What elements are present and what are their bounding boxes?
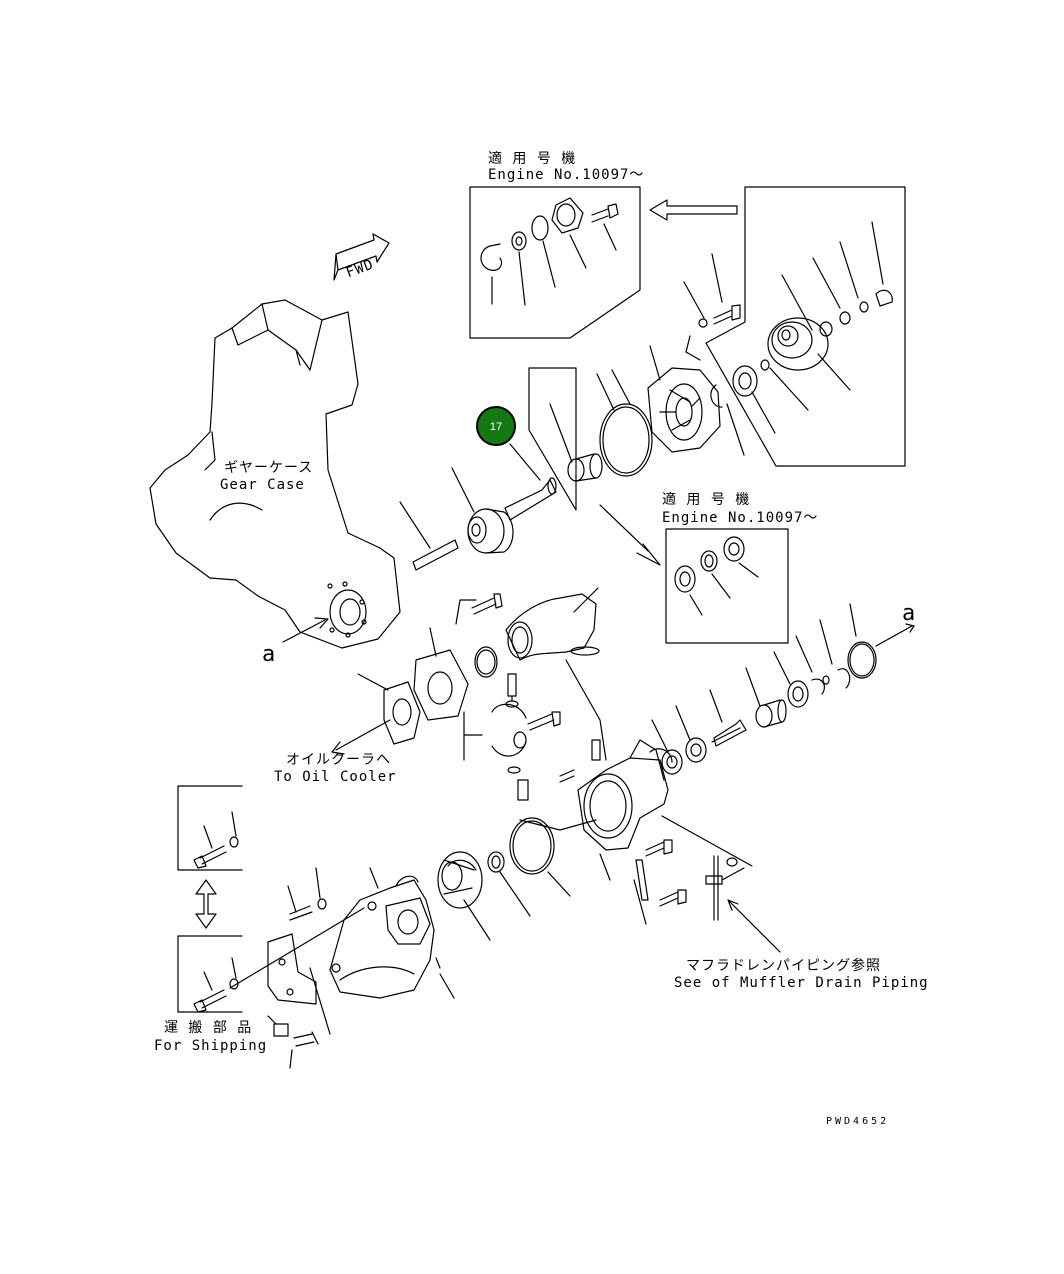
gear-case xyxy=(149,299,401,649)
callout-number: 17 xyxy=(490,421,502,433)
drawing-number: PWD4652 xyxy=(826,1116,889,1127)
gear-case-label-jp: ギヤーケース xyxy=(224,460,313,476)
oil-cooler-label-en: To Oil Cooler xyxy=(274,769,397,785)
shipping-label-en: For Shipping xyxy=(154,1038,267,1054)
bearing-box-arrow-icon xyxy=(599,504,661,566)
fwd-arrow-icon xyxy=(333,233,390,281)
fwd-label: FWD xyxy=(344,257,376,282)
ref-a-right: a xyxy=(902,601,915,626)
inset-box-top xyxy=(469,186,641,339)
inset-box-right xyxy=(705,186,906,467)
lower-shaft-assembly xyxy=(651,603,915,775)
pump-housing xyxy=(437,739,687,941)
engine-number-label-2: Engine No.10097～ xyxy=(662,510,818,526)
inset-box-bearings xyxy=(665,528,789,644)
muffler-drain-piping xyxy=(661,815,781,953)
engine-number-label-1: Engine No.10097～ xyxy=(488,167,644,183)
shipping-parts xyxy=(177,785,243,1013)
shipping-label-jp: 運 搬 部 品 xyxy=(164,1020,252,1036)
oil-cooler-connection xyxy=(331,587,607,801)
ref-arrow-left xyxy=(282,617,329,643)
ref-a-left: a xyxy=(262,642,275,667)
oil-cooler-label-jp: オイルクーラヘ xyxy=(286,752,391,768)
callout-badge-17[interactable]: 17 xyxy=(476,406,516,446)
outlet-elbow xyxy=(229,867,455,1069)
muffler-label-jp: マフラドレンパイピング参照 xyxy=(686,957,881,974)
inset-arrow-icon xyxy=(649,199,738,221)
muffler-label-en: See of Muffler Drain Piping xyxy=(674,975,929,991)
upper-shaft-assembly xyxy=(399,253,741,571)
applicable-label-1: 適 用 号 機 xyxy=(488,150,576,167)
gear-case-label-en: Gear Case xyxy=(220,477,305,493)
double-arrow-icon xyxy=(195,879,217,929)
applicable-label-2: 適 用 号 機 xyxy=(662,491,750,508)
